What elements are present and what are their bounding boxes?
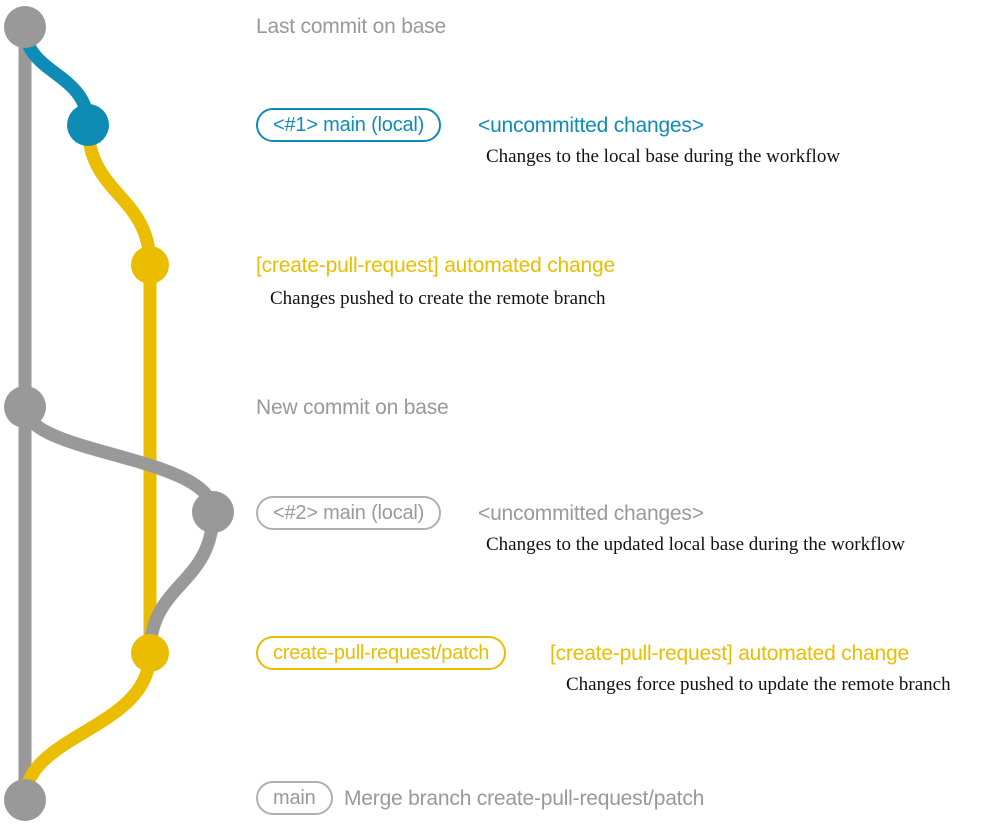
branch-badge-main[interactable]: main bbox=[256, 781, 333, 815]
branch-badge-local-main-2[interactable]: <#2> main (local) bbox=[256, 496, 442, 530]
commit-heading-new-commit-on-base: New commit on base bbox=[256, 396, 449, 419]
commit-node-automated-change-2[interactable] bbox=[131, 634, 169, 672]
commit-description-automated-change-1: Changes pushed to create the remote bran… bbox=[270, 288, 606, 309]
commit-node-automated-change-1[interactable] bbox=[131, 246, 169, 284]
branch-badge-local-main-1[interactable]: <#1> main (local) bbox=[256, 108, 442, 142]
commit-description-automated-change-2: Changes force pushed to update the remot… bbox=[566, 674, 951, 695]
yellow-branch-line-upper bbox=[81, 118, 157, 272]
commit-heading-local-main-1: <uncommitted changes> bbox=[478, 114, 704, 137]
gray-branch-line-in bbox=[143, 505, 220, 660]
commit-description-local-main-2: Changes to the updated local base during… bbox=[486, 534, 905, 555]
commit-description-local-main-1: Changes to the local base during the wor… bbox=[486, 146, 841, 167]
commit-node-local-main-2[interactable] bbox=[192, 491, 234, 533]
branch-badge-create-pull-request-patch[interactable]: create-pull-request/patch bbox=[256, 636, 507, 670]
commit-heading-automated-change-1: [create-pull-request] automated change bbox=[256, 254, 615, 277]
commit-heading-automated-change-2: [create-pull-request] automated change bbox=[550, 642, 909, 665]
commit-node-local-main-1[interactable] bbox=[67, 104, 109, 146]
yellow-merge-line bbox=[18, 646, 157, 807]
commit-heading-last-commit-on-base: Last commit on base bbox=[256, 15, 446, 38]
commit-node-merge-commit[interactable] bbox=[4, 779, 46, 821]
commit-node-last-commit-on-base[interactable] bbox=[4, 6, 46, 48]
commit-heading-local-main-2: <uncommitted changes> bbox=[478, 502, 704, 525]
commit-node-new-commit-on-base[interactable] bbox=[4, 386, 46, 428]
gray-branch-line-out bbox=[18, 400, 220, 519]
commit-heading-merge-commit: Merge branch create-pull-request/patch bbox=[344, 787, 705, 810]
